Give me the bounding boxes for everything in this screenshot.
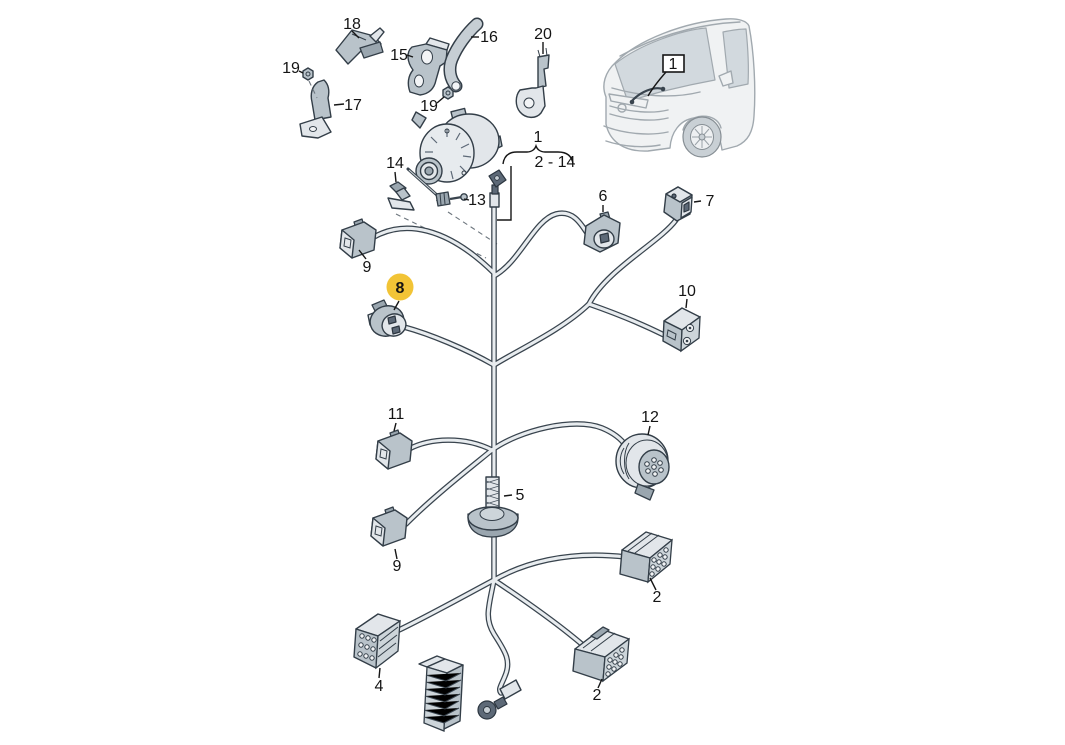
callout-15[interactable]: 15 [390, 47, 408, 64]
highlight-circle[interactable] [386, 273, 414, 301]
harness-end-dot [660, 86, 666, 92]
svg-text:1: 1 [669, 56, 678, 73]
connector-2-mid-pins [649, 547, 669, 577]
harness-on-hood [631, 87, 664, 102]
van-roof-line [619, 21, 741, 57]
van-logo [617, 103, 627, 113]
callout-9-lower[interactable]: 9 [393, 558, 402, 575]
dashed-leader [308, 80, 318, 99]
van-hood-line [611, 87, 701, 97]
connector-12 [615, 433, 670, 501]
callout-10[interactable]: 10 [678, 283, 696, 300]
nut-19-lower [442, 86, 454, 100]
bracket-15 [407, 37, 450, 96]
callout-12[interactable]: 12 [641, 409, 659, 426]
callout-7[interactable]: 7 [706, 193, 715, 210]
callout-16[interactable]: 16 [480, 29, 498, 46]
vehicle-inset [603, 18, 756, 158]
callout-1-vehicle[interactable]: 1 [662, 54, 685, 73]
connector-12-pins [644, 457, 664, 477]
connector-9-upper [339, 218, 377, 259]
callout-14[interactable]: 14 [386, 155, 404, 172]
connector-2-mid [619, 531, 673, 584]
callout-8-highlighted[interactable]: 8 [386, 273, 414, 301]
van-bumper [603, 125, 669, 148]
bracket-16 [443, 17, 484, 93]
harness-wires [371, 202, 679, 696]
callout-8: 8 [396, 280, 405, 297]
nut-19-upper [302, 67, 314, 81]
ring-terminal-top [488, 169, 507, 208]
cable-tie-13 [406, 167, 468, 207]
connector-2-bottom-pins [605, 647, 625, 677]
callout-6[interactable]: 6 [599, 188, 608, 205]
duct-ribs [423, 672, 462, 724]
bracket-18 [335, 27, 385, 65]
connector-6 [583, 211, 621, 253]
connector-11 [375, 429, 413, 470]
dashed-leader [447, 211, 498, 245]
cable-duct [418, 655, 464, 732]
callouts: 18 19 17 15 19 16 20 1 14 13 1 2 - 14 6 … [282, 16, 714, 704]
callout-18[interactable]: 18 [343, 16, 361, 33]
harness-end-dot [629, 99, 635, 105]
ring-terminal-bottom [477, 679, 522, 720]
callout-1-group[interactable]: 1 [534, 129, 543, 146]
callout-20[interactable]: 20 [534, 26, 552, 43]
clip-14 [387, 181, 415, 211]
bracket-17 [299, 79, 332, 139]
callout-2-mid[interactable]: 2 [653, 589, 662, 606]
callout-2-bottom[interactable]: 2 [593, 687, 602, 704]
connector-9-lower [370, 506, 408, 547]
connector-4-pins [357, 633, 377, 661]
group-bracket [497, 143, 574, 221]
sleeve-hatch [485, 478, 500, 507]
sleeve-grommet-5 [467, 476, 519, 538]
callout-9-upper[interactable]: 9 [363, 259, 372, 276]
alternator [411, 107, 503, 185]
callout-19-lower[interactable]: 19 [420, 98, 438, 115]
van-grille [609, 105, 669, 121]
bracket-20 [515, 47, 550, 119]
callout-13[interactable]: 13 [468, 192, 486, 209]
connector-8 [367, 299, 407, 337]
callout-19-upper[interactable]: 19 [282, 60, 300, 77]
connector-10 [662, 307, 701, 353]
callout-4[interactable]: 4 [375, 678, 384, 695]
callout-5[interactable]: 5 [516, 487, 525, 504]
connector-2-bottom [572, 626, 630, 683]
callout-11[interactable]: 11 [388, 406, 405, 423]
callout-17[interactable]: 17 [344, 97, 362, 114]
van-mirror [718, 70, 734, 87]
connector-7 [663, 186, 693, 222]
van-wheel-hub [698, 133, 706, 141]
leader-lines [298, 30, 702, 689]
connector-4 [353, 613, 401, 670]
callout-range-2-14[interactable]: 2 - 14 [535, 154, 576, 171]
